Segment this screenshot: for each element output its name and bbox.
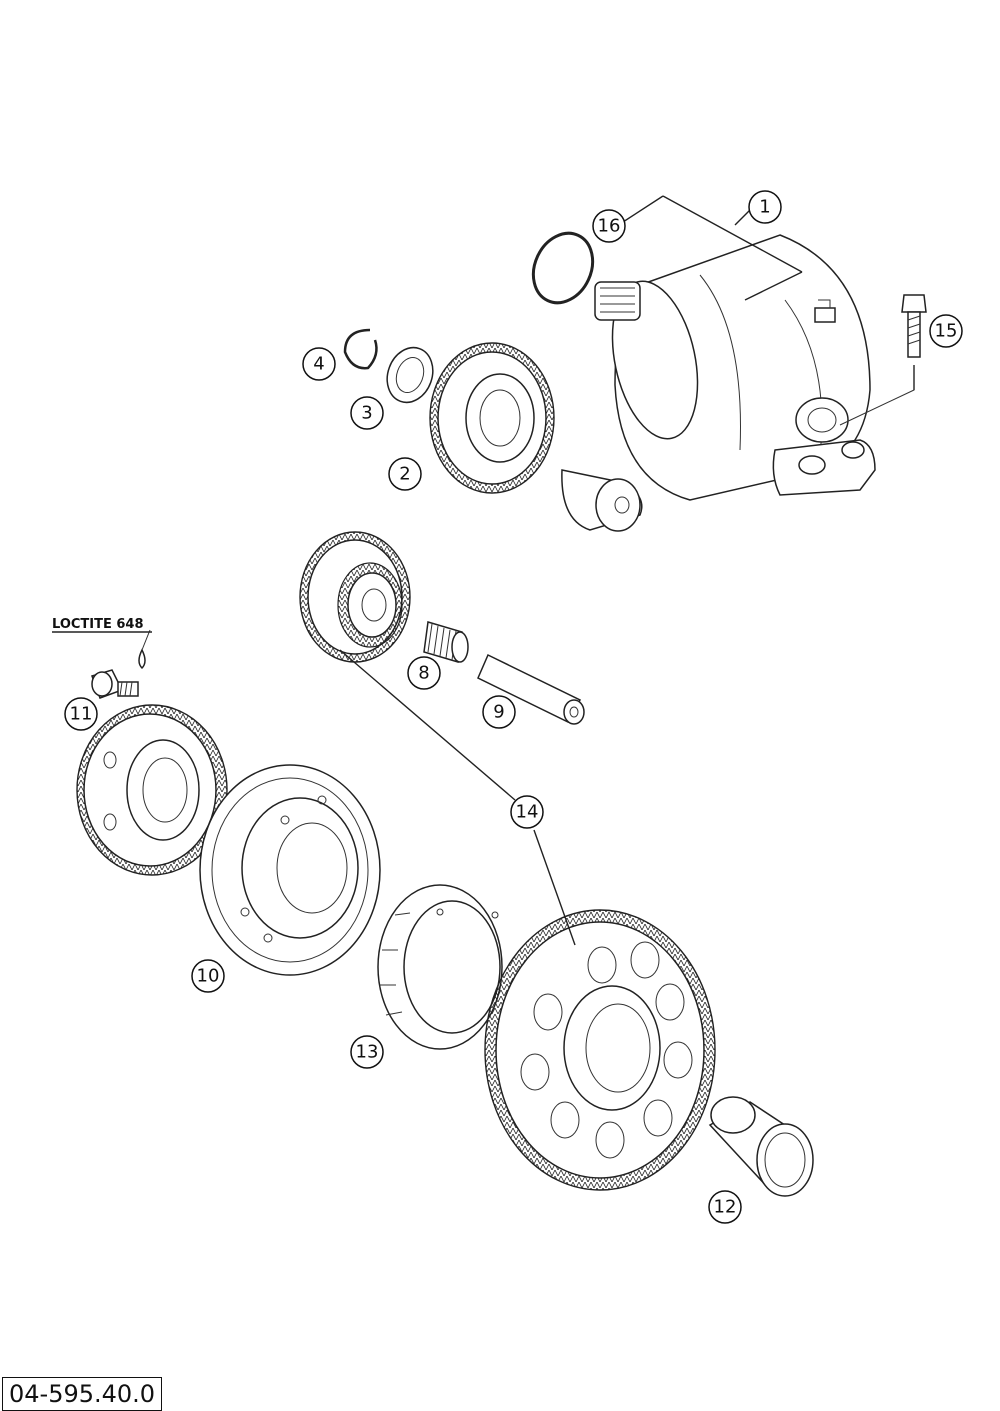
callout-11: 11: [64, 697, 98, 731]
leader-lines: [339, 195, 915, 946]
callout-13: 13: [350, 1035, 384, 1069]
freewheel-housing: [199, 764, 381, 976]
circlip: [343, 328, 378, 370]
callout-1: 1: [748, 190, 782, 224]
callout-15: 15: [929, 314, 963, 348]
svg-text:10: 10: [197, 966, 220, 987]
callout-9: 9: [482, 695, 516, 729]
washer-hole: [395, 357, 425, 393]
svg-text:11: 11: [70, 704, 93, 725]
svg-text:3: 3: [361, 403, 372, 424]
svg-text:8: 8: [418, 663, 429, 684]
svg-text:14: 14: [516, 802, 539, 823]
callout-4: 4: [302, 347, 336, 381]
callout-16: 16: [592, 209, 626, 243]
svg-text:13: 13: [356, 1042, 379, 1063]
svg-text:16: 16: [598, 216, 621, 237]
starter-ring-gear: [484, 909, 716, 1191]
freewheel-sprag: [377, 884, 503, 1050]
callout-14: 14: [510, 795, 544, 829]
bushing-sleeve: [561, 469, 643, 532]
ring-gear-bearing: [708, 1096, 814, 1197]
intermediate-gear-upper: [429, 342, 555, 494]
washer: [386, 346, 434, 404]
loctite-label: LOCTITE 648: [52, 617, 144, 632]
starter-motor: [594, 234, 876, 501]
o-ring: [531, 231, 595, 305]
loctite-drop-icon: [138, 648, 146, 670]
gear-pin: [477, 653, 585, 725]
allen-screw: [91, 669, 139, 699]
svg-text:1: 1: [759, 197, 770, 218]
double-gear: [299, 531, 411, 663]
needle-bearing: [423, 621, 469, 663]
svg-text:12: 12: [714, 1197, 737, 1218]
callout-2: 2: [388, 457, 422, 491]
svg-text:9: 9: [493, 702, 504, 723]
part-number-label: 04-595.40.0: [2, 1377, 163, 1411]
callout-10: 10: [191, 959, 225, 993]
svg-text:15: 15: [935, 321, 958, 342]
callout-8: 8: [407, 656, 441, 690]
svg-text:2: 2: [399, 464, 410, 485]
callout-3: 3: [350, 396, 384, 430]
svg-text:4: 4: [313, 354, 324, 375]
idler-gear-left: [76, 704, 228, 876]
callout-12: 12: [708, 1190, 742, 1224]
